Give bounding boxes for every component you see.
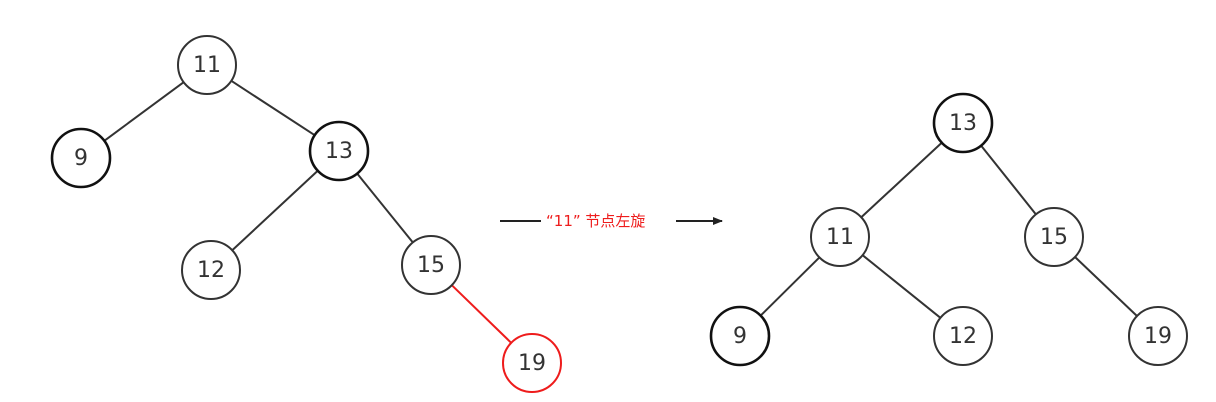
after_tree-node-15: 15 <box>1024 207 1084 267</box>
before_tree-node-19: 19 <box>502 333 562 393</box>
before_tree-node-label: 12 <box>197 258 225 283</box>
before_tree-node-12: 12 <box>181 240 241 300</box>
after_tree-edge-a11-a12 <box>861 254 942 319</box>
before_tree-node-label: 13 <box>325 139 353 164</box>
after_tree-node-label: 12 <box>949 324 977 349</box>
after_tree-node-circle <box>933 306 993 366</box>
before_tree-node-15: 15 <box>401 235 461 295</box>
before_tree-node-circle <box>50 127 112 189</box>
before_tree-edge-b13-b15 <box>356 172 414 244</box>
after-tree: 13 11 15 9 12 19 <box>709 92 1188 367</box>
before_tree-node-circle <box>181 240 241 300</box>
before_tree-node-13: 13 <box>308 120 370 182</box>
before_tree-node-circle <box>308 120 370 182</box>
after_tree-node-label: 11 <box>826 225 854 250</box>
before_tree-node-label: 19 <box>518 351 546 376</box>
before_tree-node-9: 9 <box>50 127 112 189</box>
after_tree-node-circle <box>1024 207 1084 267</box>
before_tree-node-circle <box>177 35 237 95</box>
before_tree-node-circle <box>401 235 461 295</box>
before-tree: 11 9 13 12 15 19 <box>50 35 562 393</box>
before_tree-edge-b15-b19 <box>451 284 512 344</box>
before_tree-node-label: 15 <box>417 253 445 278</box>
after_tree-edge-a13-a11 <box>860 141 943 219</box>
before_tree-node-label: 9 <box>74 146 88 171</box>
before_tree-edge-b13-b12 <box>231 170 319 251</box>
after_tree-node-12: 12 <box>933 306 993 366</box>
after_tree-node-label: 15 <box>1040 225 1068 250</box>
after_tree-node-9: 9 <box>709 305 771 367</box>
after_tree-node-label: 19 <box>1144 324 1172 349</box>
before_tree-node-11: 11 <box>177 35 237 95</box>
after_tree-node-circle <box>1128 306 1188 366</box>
after_tree-node-label: 13 <box>949 111 977 136</box>
after_tree-node-circle <box>709 305 771 367</box>
after_tree-node-circle <box>810 207 870 267</box>
rotation-label: “11” 节点左旋 <box>546 212 645 230</box>
after_tree-node-circle <box>932 92 994 154</box>
after_tree-edge-a15-a19 <box>1074 256 1138 317</box>
rotation-arrow: “11” 节点左旋 <box>500 212 723 230</box>
after_tree-edge-a11-a9 <box>759 256 821 317</box>
after_tree-node-13: 13 <box>932 92 994 154</box>
after_tree-edge-a13-a15 <box>980 145 1037 215</box>
before_tree-node-label: 11 <box>193 53 221 78</box>
before_tree-node-circle <box>502 333 562 393</box>
after_tree-node-19: 19 <box>1128 306 1188 366</box>
before_tree-edge-b11-b9 <box>103 81 185 142</box>
after_tree-node-11: 11 <box>810 207 870 267</box>
before_tree-edge-b11-b13 <box>230 79 316 137</box>
after_tree-node-label: 9 <box>733 324 747 349</box>
